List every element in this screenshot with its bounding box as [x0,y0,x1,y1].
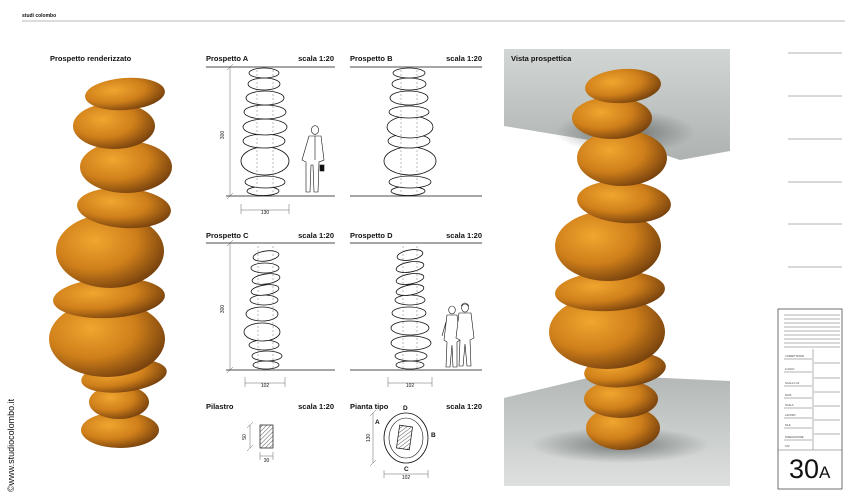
plan-label-c: C [404,466,409,473]
pier-section [259,424,274,449]
dim-height: 300 [220,131,226,140]
tb-field: DISEGNATORE [785,435,804,439]
panel-title: Prospetto B [350,54,393,63]
title-block-rows [778,314,842,451]
perspective-pebble [572,97,652,139]
render-pebble [89,385,149,419]
perspective-pebble [555,270,665,312]
render-pebble [80,141,172,193]
perspective-pebble [584,380,658,418]
tb-field: DATA [785,393,792,397]
tb-field: TAV [785,444,790,448]
human-figure [301,125,325,193]
panel-prospetto-b: Prospetto B scala 1:20 [350,54,482,197]
dim-height: 50 [242,434,248,440]
render-pebble [81,412,159,448]
panel-prospetto-c: Prospetto C scala 1:20 300 102 [206,231,335,389]
dim-width: 102 [261,383,270,389]
panel-scale: scala 1:20 [298,402,334,411]
plan-label-a: A [375,419,380,426]
panel-perspective-view: Vista prospettica [504,49,730,486]
dim-width: 130 [261,210,270,216]
dim-height: 300 [220,305,226,314]
panel-scale: scala 1:20 [446,54,482,63]
panel-title-perspective: Vista prospettica [511,54,572,63]
panel-pianta-tipo: Pianta tipo scala 1:20 A B C D 130 102 [350,402,482,481]
plan-label-b: B [431,432,436,439]
perspective-pebble [555,211,661,281]
panel-pilastro: Pilastro scala 1:20 50 30 [206,402,334,464]
panel-title: Prospetto C [206,231,249,240]
website-credit: ©www.studiocolombo.it [6,398,16,492]
render-pebble [49,301,165,377]
panel-scale: scala 1:20 [446,231,482,240]
panel-title: Pianta tipo [350,402,389,411]
perspective-pebble [577,180,671,224]
panel-rendered-elevation: Prospetto renderizzato [49,54,172,448]
panel-prospetto-a: Prospetto A scala 1:20 300 130 [206,54,335,216]
panel-title-render: Prospetto renderizzato [50,54,132,63]
dim-width: 30 [264,458,270,464]
perspective-pebble [549,295,665,369]
sheet-number: 30A [789,454,831,484]
panel-scale: scala 1:20 [298,54,334,63]
render-pebble [56,214,164,288]
render-pebble [85,77,165,111]
panel-title: Pilastro [206,402,234,411]
tb-field: SCALA [785,403,794,407]
dim-width: 102 [402,475,411,481]
title-block: COMMITTENTE LUOGO SCALA 1:20 DATA SCALA … [777,52,843,490]
tb-field: LAVORO [785,413,796,417]
human-figures [441,302,475,368]
panel-scale: scala 1:20 [446,402,482,411]
studio-name: studi colombo [22,13,56,19]
render-pebble [73,103,155,149]
title-block-frame [777,308,843,490]
dim-width: 102 [406,383,415,389]
render-pebble [53,277,165,319]
tb-field: FILE [785,423,791,427]
panel-scale: scala 1:20 [298,231,334,240]
perspective-pebble [577,130,667,186]
tb-field: SCALA 1:20 [785,381,800,385]
panel-prospetto-d: Prospetto D scala 1:20 102 [350,231,482,389]
perspective-pebble [586,406,660,450]
tb-field: LUOGO [785,367,794,371]
perspective-pebble [585,68,661,104]
plan-pier [396,424,413,451]
tb-field: COMMITTENTE [785,354,804,358]
panel-title: Prospetto D [350,231,393,240]
plan-label-d: D [403,405,408,412]
dim-height: 130 [366,434,372,443]
panel-title: Prospetto A [206,54,249,63]
render-pebble [77,187,171,229]
